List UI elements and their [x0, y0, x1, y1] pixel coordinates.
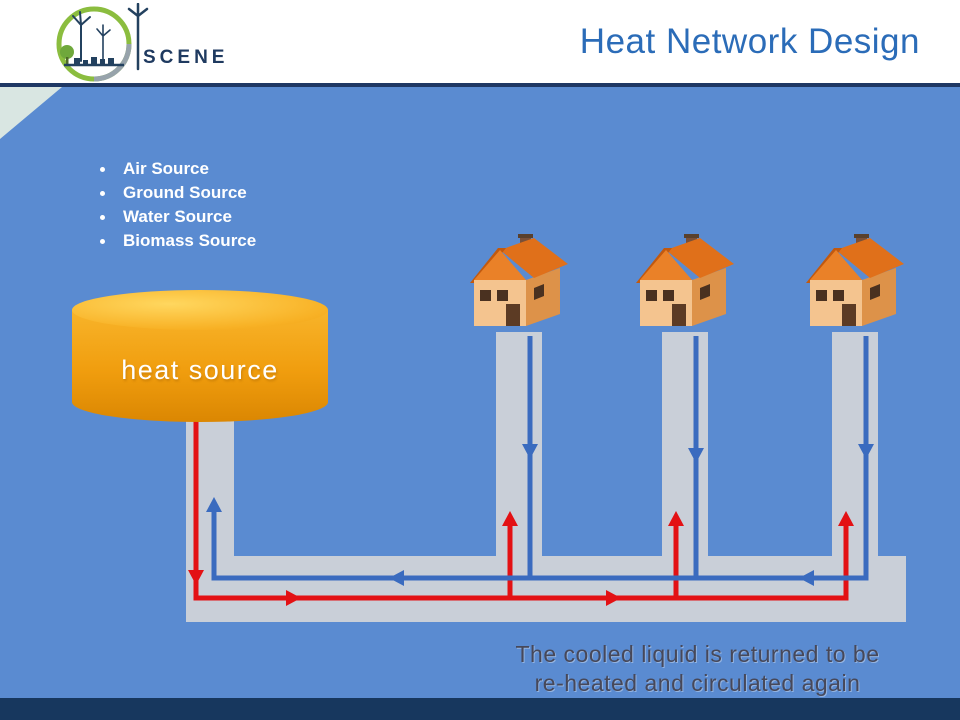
scene-logo-icon	[56, 3, 149, 82]
caption-line-1: The cooled liquid is returned to be	[515, 641, 880, 667]
bullet-list: Air Source Ground Source Water Source Bi…	[100, 160, 256, 256]
hot-flow-arrows	[188, 511, 854, 606]
bullet-label: Biomass Source	[123, 231, 257, 250]
bullet-item: Ground Source	[100, 184, 256, 202]
bullet-marker	[100, 238, 105, 244]
bullet-item: Air Source	[100, 160, 256, 178]
bullet-marker	[100, 190, 105, 196]
header: SCENE Heat Network Design	[0, 0, 960, 83]
heat-source-cylinder	[72, 290, 328, 422]
pipe-network	[186, 332, 906, 622]
bullet-label: Ground Source	[123, 183, 247, 202]
return-flow-arrows	[206, 444, 874, 586]
house-icon	[470, 234, 568, 326]
house-icon	[806, 234, 904, 326]
footer-bar	[0, 698, 960, 720]
house-icon	[636, 234, 734, 326]
header-divider	[0, 83, 960, 87]
heat-source-label: heat source	[121, 355, 279, 385]
bullet-label: Water Source	[123, 207, 232, 226]
bullet-marker	[100, 214, 105, 220]
caption-line-2: re-heated and circulated again	[534, 670, 861, 696]
bullet-marker	[100, 166, 105, 172]
page-title: Heat Network Design	[579, 22, 920, 61]
bullet-item: Water Source	[100, 208, 256, 226]
bullet-label: Air Source	[123, 159, 209, 178]
hot-flow-lines	[193, 412, 849, 601]
caption: The cooled liquid is returned to be re-h…	[470, 640, 925, 698]
corner-accent	[0, 87, 62, 139]
bullet-item: Biomass Source	[100, 232, 256, 250]
logo-text: SCENE	[143, 47, 229, 68]
